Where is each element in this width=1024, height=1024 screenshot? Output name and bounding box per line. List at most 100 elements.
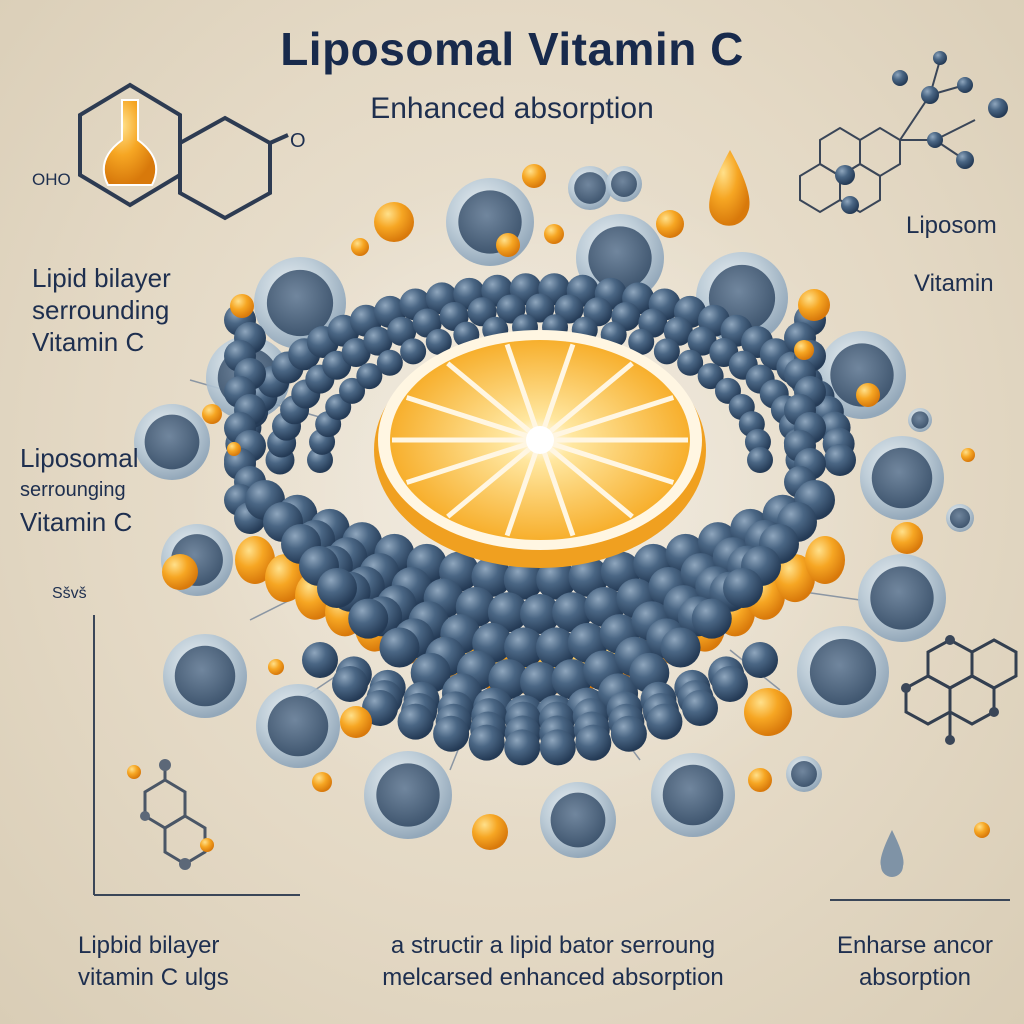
lipid-head bbox=[552, 592, 593, 633]
vitamin-c-particle bbox=[798, 289, 830, 321]
lipid-head bbox=[687, 326, 717, 356]
lipid-head bbox=[471, 556, 512, 597]
liposome-core bbox=[791, 761, 817, 787]
lipid-head bbox=[539, 729, 576, 766]
molecule-bottom-left-icon bbox=[143, 765, 207, 866]
label-bottom-left: Lipbid bilayer vitamin C ulgs bbox=[78, 932, 229, 991]
orange-segment-divider bbox=[405, 395, 541, 443]
vitamin-c-particle bbox=[656, 210, 684, 238]
lipid-head bbox=[341, 338, 371, 368]
lipid-head bbox=[712, 666, 748, 702]
liposome-core bbox=[376, 763, 440, 827]
page-subtitle: Enhanced absorption bbox=[370, 92, 654, 125]
lipid-head bbox=[332, 666, 368, 702]
vitamin-c-particle bbox=[961, 448, 975, 462]
molecule-lattice-icon bbox=[904, 638, 1018, 740]
vitamin-c-particle bbox=[312, 772, 332, 792]
liposome-core bbox=[267, 695, 329, 757]
orange-segment-divider bbox=[504, 439, 543, 537]
lipid-head bbox=[628, 328, 655, 355]
liposome-core bbox=[588, 226, 652, 290]
liposome-core bbox=[144, 414, 200, 470]
oho-label: OHO bbox=[32, 170, 71, 189]
lipid-head bbox=[433, 715, 470, 752]
orange-segment-divider bbox=[538, 361, 634, 442]
molecule-top-right-icon bbox=[799, 59, 976, 214]
liposome-core bbox=[949, 507, 971, 529]
orange-segment-divider bbox=[539, 437, 675, 485]
vitamin-c-particle bbox=[202, 404, 222, 424]
lipid-head bbox=[397, 703, 434, 740]
liposome-core bbox=[550, 792, 606, 848]
liposome-core bbox=[574, 172, 606, 204]
vitamin-c-particles bbox=[162, 164, 990, 850]
liposome-core bbox=[871, 447, 933, 509]
orange-segment-divider bbox=[537, 343, 576, 441]
vitamin-c-particle bbox=[794, 340, 814, 360]
orange-segment-divider bbox=[504, 343, 543, 441]
vitamin-c-particle bbox=[974, 822, 990, 838]
lipid-head bbox=[520, 594, 560, 634]
lipid-head bbox=[697, 363, 724, 390]
vitamin-c-particle bbox=[227, 442, 241, 456]
lipid-tail bbox=[775, 554, 815, 603]
lipid-head bbox=[536, 559, 577, 600]
vitamin-c-particle bbox=[522, 164, 546, 188]
orange-segment-divider bbox=[446, 361, 542, 442]
liposome-core bbox=[911, 411, 929, 429]
lipid-head bbox=[379, 627, 420, 668]
lipid-head bbox=[742, 642, 778, 678]
lipid-head bbox=[376, 349, 403, 376]
orange-segment-divider bbox=[446, 438, 542, 519]
lipid-head bbox=[503, 559, 544, 600]
label-bottom-right: Enharse ancor absorption bbox=[836, 932, 994, 991]
vitamin-c-particle bbox=[340, 706, 372, 738]
flask-icon bbox=[102, 99, 158, 186]
lipid-head bbox=[660, 627, 701, 668]
orange-segment-divider bbox=[537, 439, 576, 537]
label-liposom-right: Liposom Vitamin bbox=[906, 212, 997, 297]
axis-mark-label: Sšvš bbox=[52, 585, 87, 602]
orange-slice-icon bbox=[374, 330, 706, 568]
lipid-head bbox=[677, 349, 704, 376]
lipid-head bbox=[747, 447, 773, 473]
axis-lines bbox=[93, 615, 1010, 901]
vitamin-c-particle bbox=[230, 294, 254, 318]
orange-segment-divider bbox=[539, 395, 675, 443]
liposome-core bbox=[266, 269, 334, 337]
lipid-head bbox=[520, 662, 560, 702]
lipid-tail bbox=[805, 536, 845, 584]
label-liposomal: Liposomal serrounging Vitamin C bbox=[20, 443, 139, 537]
orange-segment-divider bbox=[538, 438, 634, 519]
lipid-head bbox=[646, 703, 683, 740]
liposome-bubbles bbox=[134, 166, 974, 858]
lipid-head bbox=[824, 444, 856, 476]
lipid-head bbox=[356, 363, 383, 390]
lipid-head bbox=[554, 294, 584, 324]
lipid-head bbox=[663, 316, 693, 346]
lipid-head bbox=[568, 556, 609, 597]
lipid-head bbox=[610, 715, 647, 752]
vitamin-c-particle bbox=[496, 233, 520, 257]
oxygen-label: O bbox=[290, 130, 306, 152]
vitamin-c-particle bbox=[351, 238, 369, 256]
vitamin-c-particle bbox=[856, 383, 880, 407]
vitamin-c-particle bbox=[891, 522, 923, 554]
vitamin-c-particle bbox=[744, 688, 792, 736]
orange-segment-divider bbox=[405, 437, 541, 485]
molecule-atoms bbox=[835, 51, 1008, 214]
lipid-head bbox=[317, 568, 357, 608]
lipid-head bbox=[387, 316, 417, 346]
lipid-head bbox=[504, 729, 541, 766]
lipid-head bbox=[487, 592, 528, 633]
liposome-core bbox=[662, 764, 724, 826]
vitamin-c-particle bbox=[162, 554, 198, 590]
orange-droplet-icon bbox=[709, 150, 750, 226]
lipid-bilayer bbox=[224, 273, 856, 766]
molecule-flask-icon bbox=[78, 82, 289, 221]
vitamin-c-particle bbox=[544, 224, 564, 244]
water-droplet-icon bbox=[880, 830, 904, 877]
label-bottom-center: a structir a lipid bator serroung melcar… bbox=[382, 932, 724, 991]
lipid-head bbox=[363, 326, 393, 356]
